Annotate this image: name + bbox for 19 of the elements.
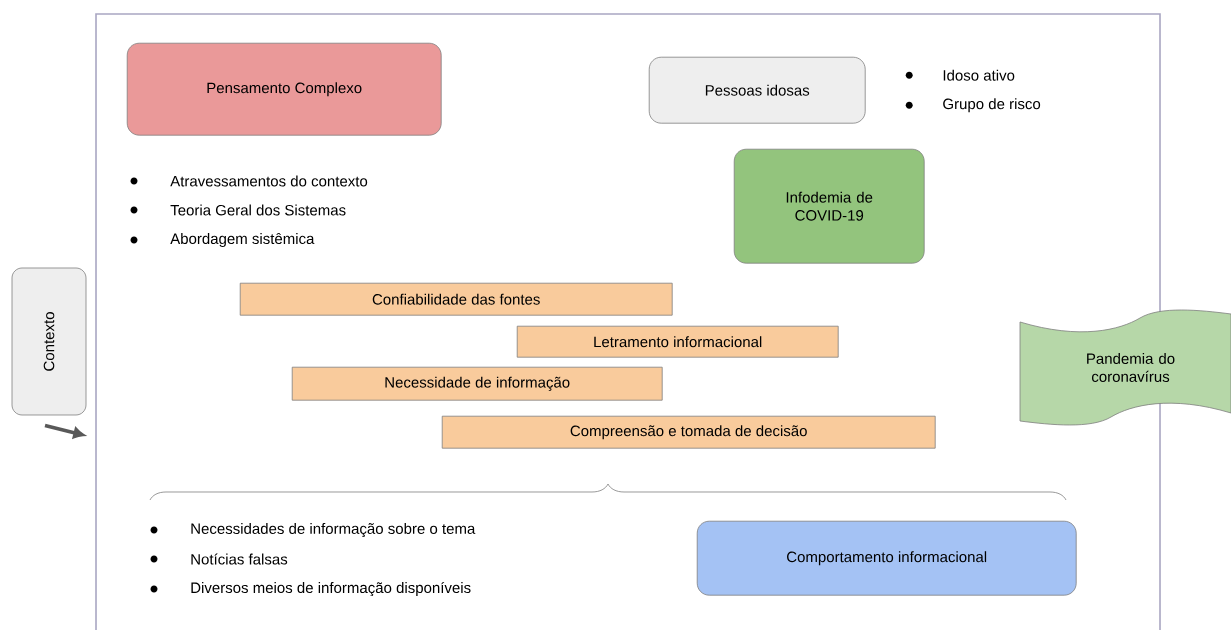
concept-box: Pensamento Complexo — [126, 42, 442, 136]
wave-banner: Pandemia do coronavírus — [1019, 309, 1231, 426]
concept-box: Infodemia de COVID-19 — [733, 148, 925, 264]
factor-bar: Necessidade de informação — [291, 366, 663, 401]
factor-bar: Letramento informacional — [516, 325, 839, 358]
concept-box: Comportamento informacional — [696, 520, 1077, 596]
bullet-item: Atravessamentos do contexto — [130, 175, 368, 187]
bullet-item: Diversos meios de informação disponíveis — [150, 581, 471, 597]
factor-bar: Compreensão e tomada de decisão — [441, 415, 936, 449]
concept-box: Pessoas idosas — [648, 56, 866, 124]
arrow — [44, 423, 85, 439]
bullet-item: Teoria Geral dos Sistemas — [130, 204, 346, 216]
bullet-item: Abordagem sistêmica — [130, 233, 315, 247]
factor-bar: Confiabilidade das fontes — [239, 282, 673, 316]
bullet-item: Grupo de risco — [905, 98, 1041, 113]
bullet-item: Necessidades de informação sobre o tema — [150, 523, 476, 538]
context-box: Contexto — [11, 267, 87, 416]
bullet-item: Notícias falsas — [150, 553, 288, 565]
bullet-item: Idoso ativo — [905, 69, 1015, 81]
